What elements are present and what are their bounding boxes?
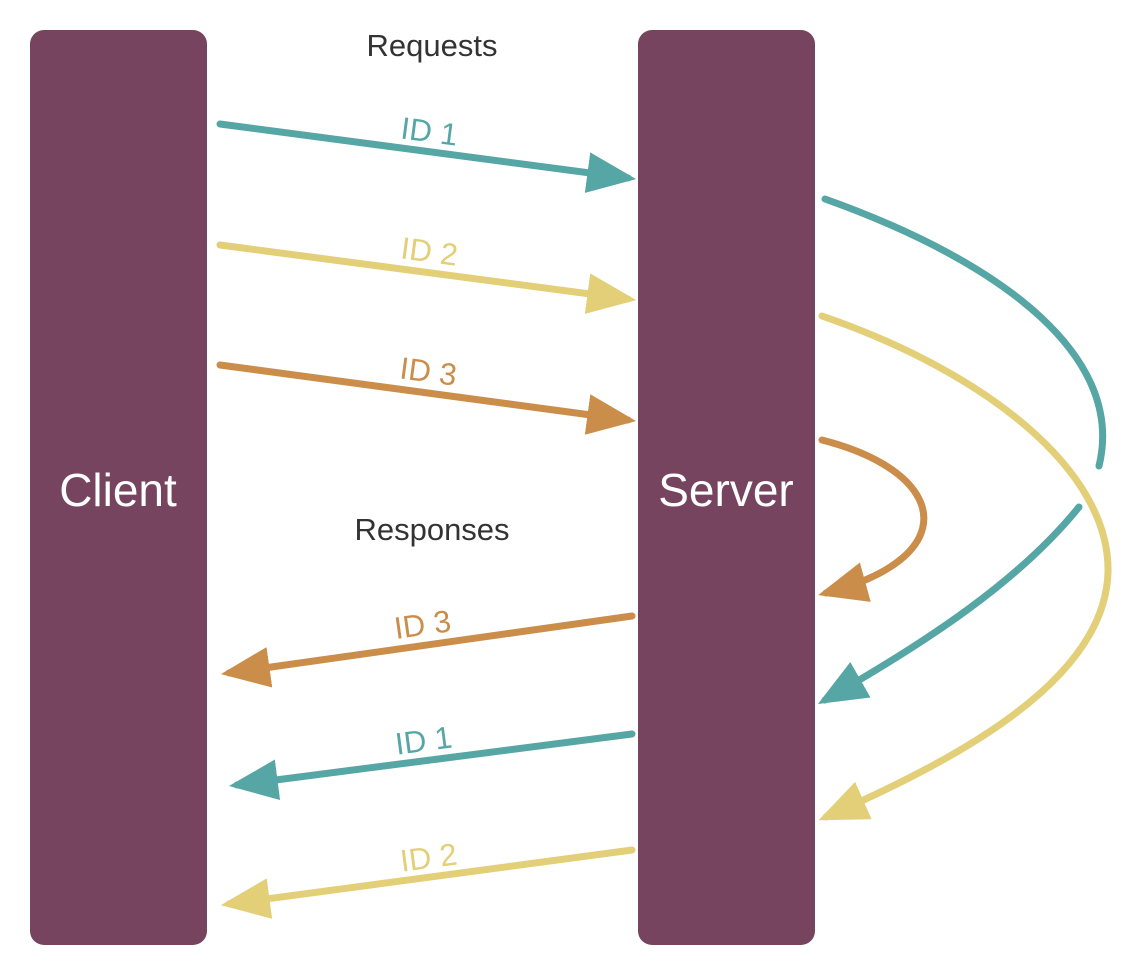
request-label-id1: ID 1 <box>399 111 460 153</box>
request-arrow-id3 <box>216 361 637 435</box>
response-arrow-id1 <box>228 730 636 801</box>
response-arrow-id3 <box>220 612 636 688</box>
response-arrow-id2 <box>220 846 636 919</box>
response-label-id3: ID 3 <box>392 603 453 646</box>
processing-arrow-id1 <box>817 503 1083 705</box>
processing-arrow-id3 <box>818 436 928 602</box>
request-label-id2: ID 2 <box>399 231 460 273</box>
responses-heading: Responses <box>354 512 509 547</box>
request-arrow-id2 <box>216 241 637 314</box>
response-label-id1: ID 1 <box>393 720 454 762</box>
response-label-id2: ID 2 <box>398 837 459 879</box>
processing-curve-id1 <box>821 195 1107 470</box>
requests-heading: Requests <box>367 28 498 63</box>
server-label: Server <box>658 464 793 516</box>
client-label: Client <box>59 464 177 516</box>
request-arrow-id1 <box>216 120 637 193</box>
server-bar <box>638 30 815 945</box>
request-label-id3: ID 3 <box>398 351 459 393</box>
processing-arrow-id2 <box>818 312 1112 821</box>
client-bar <box>30 30 207 945</box>
